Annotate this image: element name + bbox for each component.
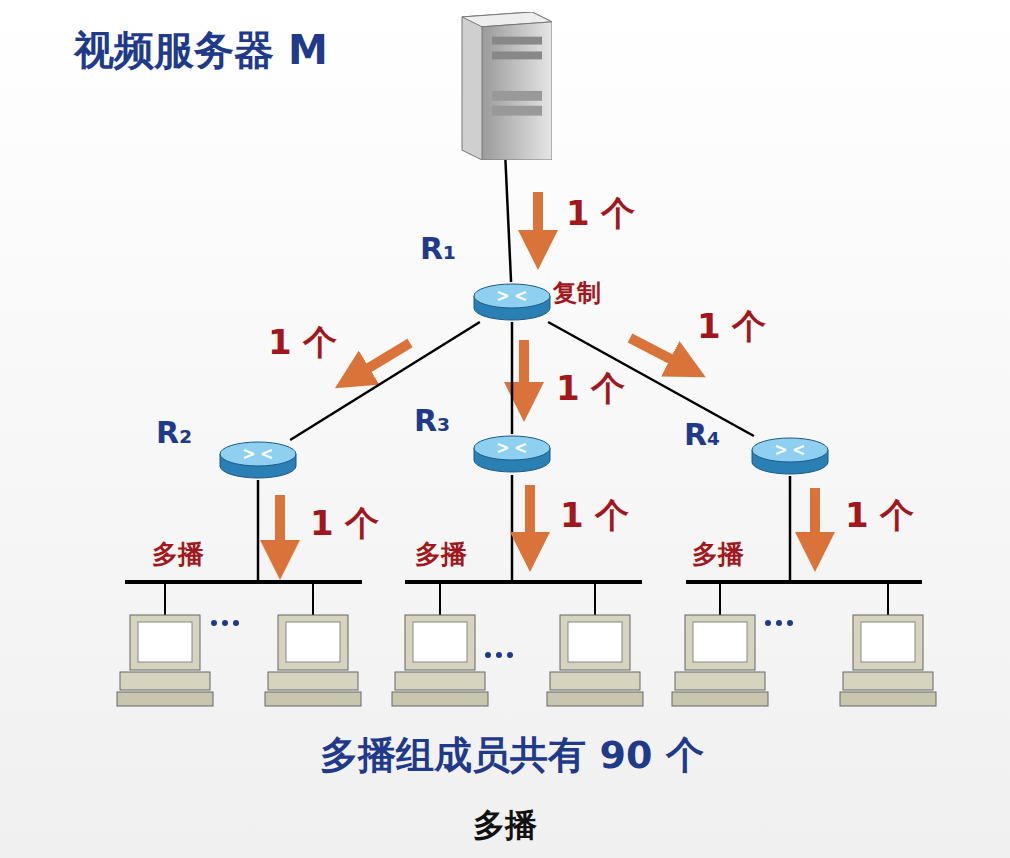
video-server: 视频服务器 M <box>452 12 552 160</box>
node-label: R₄ <box>684 418 720 451</box>
video-server-icon <box>452 12 552 160</box>
count-label: 1 个 <box>310 505 380 542</box>
lan-label: 多播 <box>152 540 204 569</box>
router: R₃ <box>472 434 552 474</box>
router: R₁ <box>472 282 552 322</box>
router-icon <box>218 440 298 480</box>
count-label: 1 个 <box>566 195 636 232</box>
router-icon <box>750 436 830 476</box>
host-computer <box>392 582 488 706</box>
node-label: R₂ <box>156 416 192 449</box>
router-icon <box>472 434 552 474</box>
router-icon <box>472 282 552 322</box>
count-label: 1 个 <box>697 308 767 345</box>
router: R₂ <box>218 440 298 480</box>
count-label: 1 个 <box>268 324 338 361</box>
host-computer <box>117 582 213 706</box>
count-label: 1 个 <box>556 370 626 407</box>
copy-label: 复制 <box>553 280 601 306</box>
host-computer <box>265 582 361 706</box>
node-label: R₁ <box>420 232 456 265</box>
router: R₄ <box>750 436 830 476</box>
network-link <box>511 322 514 434</box>
node-label: 视频服务器 M <box>74 28 328 72</box>
caption: 多播 <box>473 808 537 843</box>
count-label: 1 个 <box>560 497 630 534</box>
host-computer <box>672 582 768 706</box>
member-note: 多播组成员共有 90 个 <box>320 735 703 777</box>
node-label: R₃ <box>414 404 450 437</box>
count-label: 1 个 <box>845 497 915 534</box>
network-link <box>505 160 511 282</box>
lan-label: 多播 <box>415 540 467 569</box>
host-computer <box>840 582 936 706</box>
host-computer <box>547 582 643 706</box>
lan-label: 多播 <box>692 540 744 569</box>
